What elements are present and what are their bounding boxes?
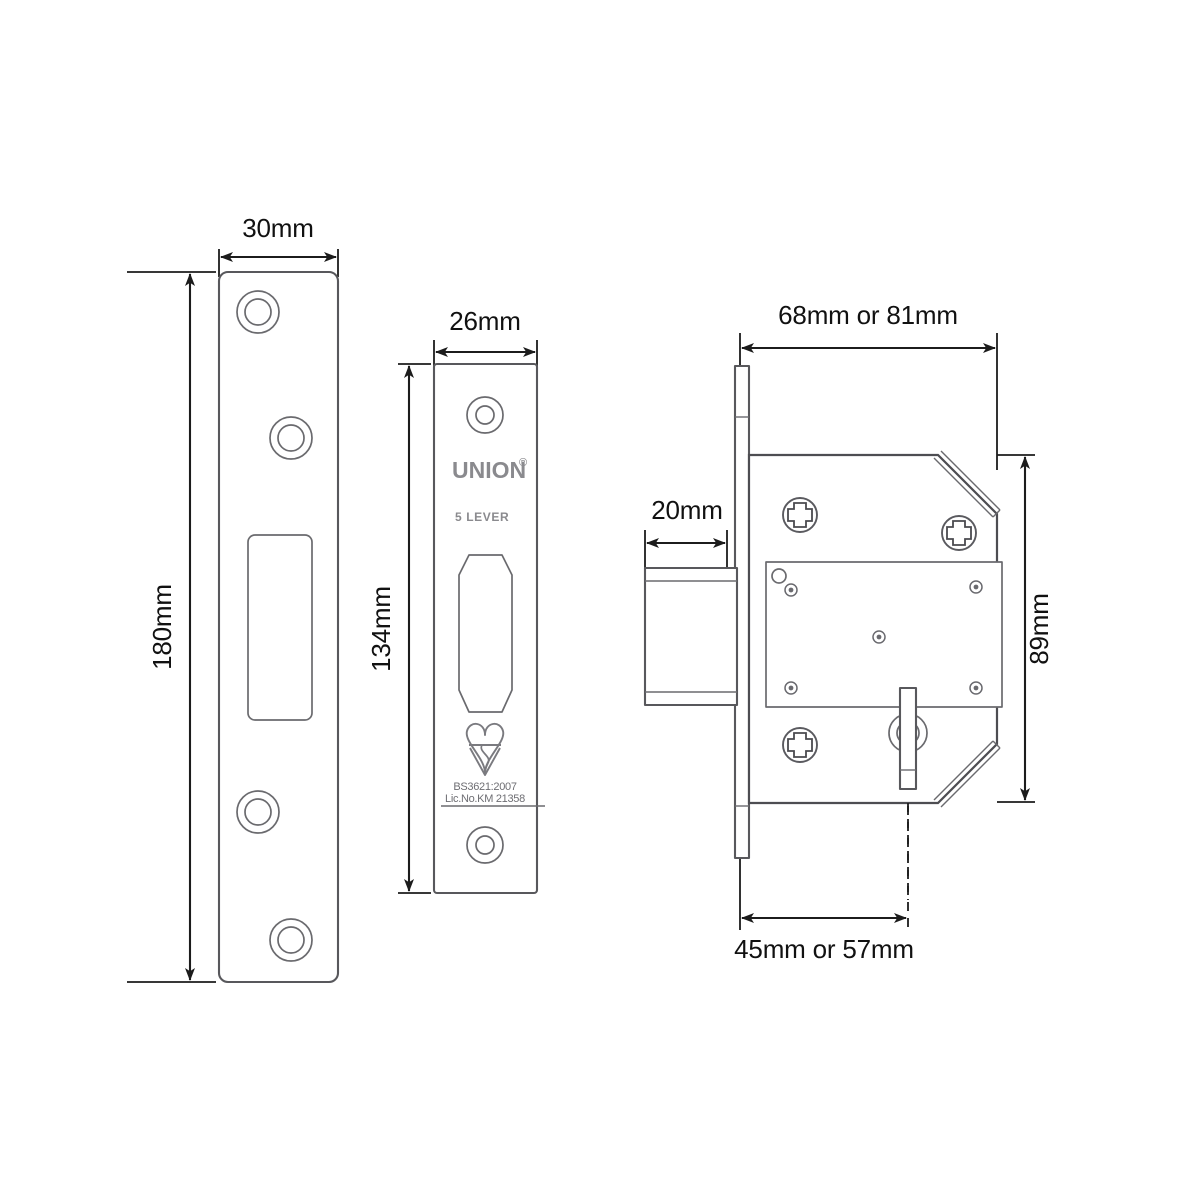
dimension-plate-height: 180mm bbox=[127, 271, 216, 983]
screw-hole-upper-left-plate bbox=[269, 416, 313, 460]
screw-hole-top-left-plate bbox=[236, 290, 280, 334]
brand-logo-text: UNION bbox=[452, 457, 526, 483]
case-screw-top-right bbox=[941, 515, 977, 551]
lever-pack-rivet-bl bbox=[784, 681, 798, 695]
screw-hole-top-faceplate bbox=[466, 396, 504, 434]
standard-line-1: BS3621:2007 bbox=[453, 781, 517, 793]
dimension-label-plate-width: 30mm bbox=[242, 213, 313, 243]
screw-hole-bottom-faceplate bbox=[466, 826, 504, 864]
case-screw-bottom-left bbox=[782, 727, 818, 763]
case-chamfer-bottom bbox=[933, 740, 1001, 808]
screw-hole-lower-left-plate bbox=[236, 790, 280, 834]
case-chamfer-top bbox=[933, 450, 1001, 518]
deadbolt bbox=[643, 566, 739, 707]
view-lock-body: 68mm or 81mm 20mm 89mm 45mm or 57mm bbox=[643, 300, 1054, 964]
lever-pack-hole bbox=[771, 568, 787, 584]
dimension-label-backset: 45mm or 57mm bbox=[734, 934, 914, 964]
dimension-backset: 45mm or 57mm bbox=[734, 806, 914, 964]
dimension-label-case-depth: 68mm or 81mm bbox=[778, 300, 958, 330]
dimension-label-plate-height: 180mm bbox=[147, 584, 177, 670]
dimension-label-faceplate-width: 26mm bbox=[449, 306, 520, 336]
dimension-case-depth: 68mm or 81mm bbox=[739, 300, 998, 470]
lever-pack-rivet-center bbox=[872, 630, 886, 644]
screw-hole-bottom-left-plate bbox=[269, 918, 313, 962]
dimension-label-faceplate-height: 134mm bbox=[366, 586, 396, 672]
dimension-case-height: 89mm bbox=[997, 454, 1054, 803]
case-screw-top-left bbox=[782, 497, 818, 533]
lever-count-label: 5 LEVER bbox=[455, 510, 509, 524]
lever-pack-rivet-br bbox=[969, 681, 983, 695]
dimension-faceplate-width: 26mm bbox=[433, 306, 538, 368]
dimension-faceplate-height: 134mm bbox=[366, 363, 431, 894]
view-faceplate-detail: 26mm 134mm UNION ® 5 LEVER bbox=[366, 306, 545, 895]
keyhole bbox=[888, 686, 928, 791]
bolt-aperture-left-plate bbox=[247, 534, 313, 721]
lever-pack-rivet-tr bbox=[969, 580, 983, 594]
dimension-label-bolt-throw: 20mm bbox=[651, 495, 722, 525]
kitemark-icon bbox=[465, 723, 505, 776]
brand-registered-mark: ® bbox=[519, 457, 527, 469]
bolt-aperture-faceplate bbox=[458, 554, 513, 713]
view-front-faceplate: 30mm 180mm bbox=[127, 213, 340, 984]
dimension-plate-width: 30mm bbox=[218, 213, 339, 277]
dimension-bolt-throw: 20mm bbox=[644, 495, 728, 568]
standard-line-2: Lic.No.KM 21358 bbox=[445, 793, 525, 805]
dimension-label-case-height: 89mm bbox=[1024, 593, 1054, 664]
lever-pack-rivet-tl bbox=[784, 583, 798, 597]
